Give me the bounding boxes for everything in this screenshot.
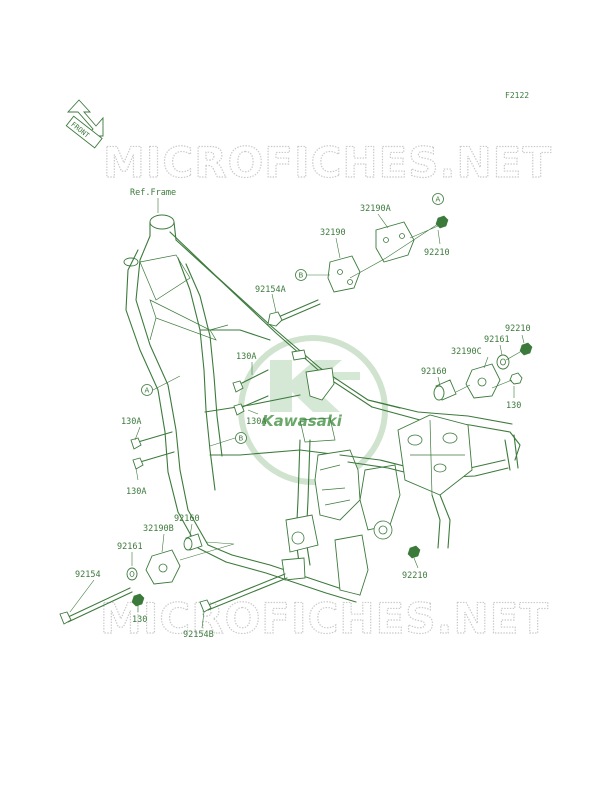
diagram-code: F2122 [505, 91, 529, 100]
label-92154: 92154 [75, 570, 101, 580]
nut-130-left [131, 593, 145, 607]
svg-text:B: B [299, 272, 304, 280]
bolt-130-right [491, 372, 523, 389]
logo-text: Kawasaki [262, 412, 343, 430]
bolt-130A-a [232, 369, 269, 393]
kawasaki-logo: Kawasaki [238, 335, 388, 485]
bracket-32190A [375, 221, 415, 263]
ref-circle-b-top: B [295, 269, 307, 281]
leader-lines [69, 198, 525, 629]
ref-circle-b-left: B [235, 432, 247, 444]
nut-92210-right [519, 342, 533, 356]
label-32190: 32190 [320, 228, 346, 238]
watermark-top: MICROFICHES.NET [103, 138, 552, 187]
label-92160-left: 92160 [174, 514, 200, 524]
label-ref-frame: Ref.Frame [130, 188, 176, 198]
label-92210-top: 92210 [424, 248, 450, 258]
front-arrow-icon: FRONT [65, 99, 104, 149]
nut-92210-top [435, 215, 449, 229]
bolt-92154 [59, 587, 133, 625]
svg-text:A: A [145, 387, 150, 395]
label-130A-d: 130A [126, 487, 146, 497]
ref-circle-a-top: A [432, 193, 444, 205]
label-92210-right: 92210 [505, 324, 531, 334]
part-labels: Ref.Frame 32190A 32190 92210 92154A 9221… [75, 188, 531, 640]
washer-92161-left [126, 567, 138, 581]
label-92161-right: 92161 [484, 335, 510, 345]
collar-92160-left [183, 533, 203, 551]
label-32190C: 32190C [451, 347, 482, 357]
bolt-92154A [267, 299, 321, 327]
svg-text:A: A [436, 196, 441, 204]
motorcycle-frame [123, 214, 521, 603]
mount-32190B [145, 549, 181, 585]
svg-text:B: B [239, 435, 244, 443]
washer-92161-right [496, 354, 510, 370]
label-32190A: 32190A [360, 204, 391, 214]
label-92210-bottom: 92210 [402, 571, 428, 581]
bolt-130A-b [233, 395, 269, 416]
ref-circle-a-left: A [141, 384, 153, 396]
label-130-left: 130 [132, 615, 147, 625]
label-92160-right: 92160 [421, 367, 447, 377]
label-130A-b: 130A [246, 417, 266, 427]
collar-92160-right [433, 379, 457, 401]
bolt-92154B [199, 573, 288, 613]
watermark-bottom: MICROFICHES.NET [100, 594, 549, 643]
label-32190B: 32190B [143, 524, 174, 534]
label-130-right: 130 [506, 401, 521, 411]
label-92154A: 92154A [255, 285, 286, 295]
label-92154B: 92154B [183, 630, 214, 640]
bracket-32190 [327, 255, 361, 293]
label-92161-left: 92161 [117, 542, 143, 552]
mount-32190C [465, 363, 501, 399]
label-130A-c: 130A [121, 417, 141, 427]
label-130A-a: 130A [236, 352, 256, 362]
bolt-130A-d [132, 451, 175, 470]
nut-92210-bottom [407, 545, 421, 559]
